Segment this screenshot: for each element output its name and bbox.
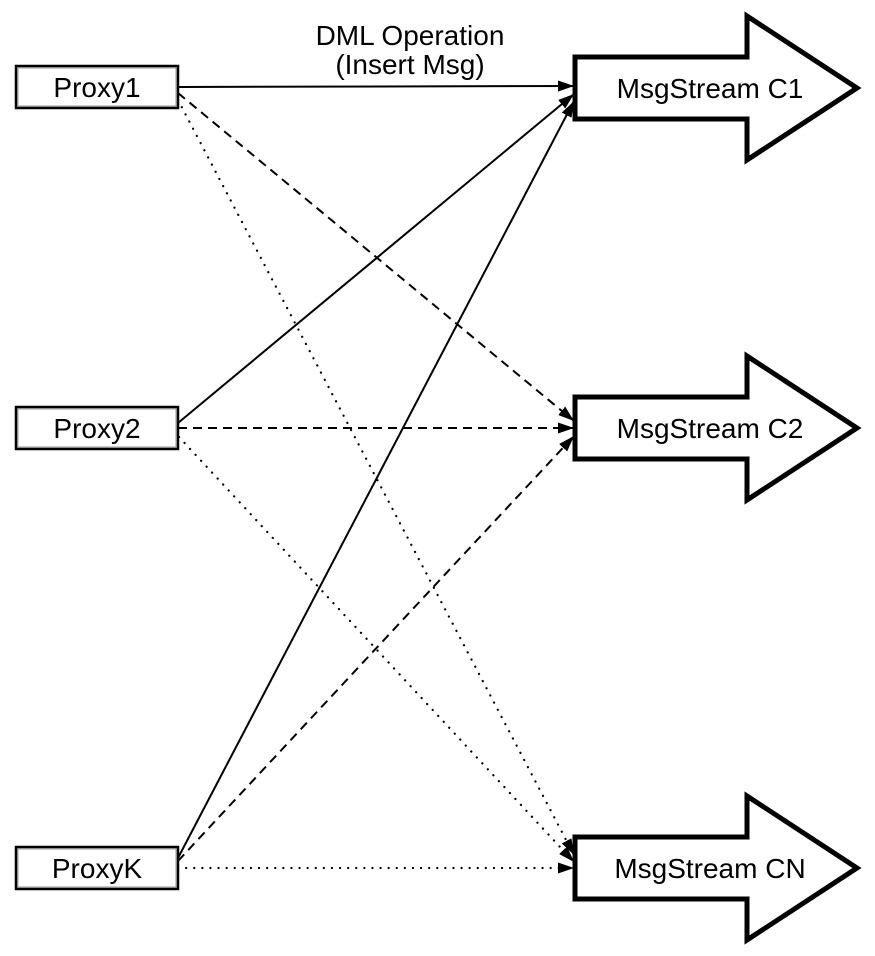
msgstream-cn-label: MsgStream CN [614, 853, 805, 884]
msgstream-cn-node: MsgStream CN [572, 791, 862, 945]
edge-proxy1-to-c2-dashed [177, 92, 575, 422]
edge-label-line1: DML Operation [316, 20, 505, 51]
proxyk-box-inner-line [17, 848, 177, 888]
edge-proxyk-to-c2-dashed [177, 435, 575, 862]
proxy2-box-inner-line [17, 408, 177, 448]
edge-label-line2: (Insert Msg) [335, 49, 484, 80]
edge-proxy1-to-c1-solid [177, 80, 575, 92]
proxy2-label: Proxy2 [53, 413, 140, 444]
msgstream-c2-arrow-shape [572, 351, 862, 505]
proxy1-label: Proxy1 [53, 72, 140, 103]
proxy1-box-inner-line [17, 67, 177, 107]
proxyk-node: ProxyK [14, 845, 180, 891]
proxy2-box [14, 405, 180, 451]
proxyk-label: ProxyK [52, 853, 143, 884]
msgstream-c2-label: MsgStream C2 [617, 413, 804, 444]
edge-proxy2-to-cn-dotted [177, 435, 576, 864]
proxy1-box [14, 64, 180, 110]
msgstream-c1-label: MsgStream C1 [617, 73, 804, 104]
proxyk-box [14, 845, 180, 891]
msgstream-c1-node: MsgStream C1 [572, 11, 862, 165]
msgstream-c1-arrow-shape [572, 11, 862, 165]
edge-proxyk-to-c1-solid [177, 100, 575, 859]
edge-label: DML Operation (Insert Msg) [316, 20, 505, 80]
proxy1-node: Proxy1 [14, 64, 180, 110]
msgstream-c2-node: MsgStream C2 [572, 351, 862, 505]
edge-proxy2-to-c1-solid [177, 93, 575, 424]
msgstream-cn-arrow-shape [572, 791, 862, 945]
proxy2-node: Proxy2 [14, 405, 180, 451]
